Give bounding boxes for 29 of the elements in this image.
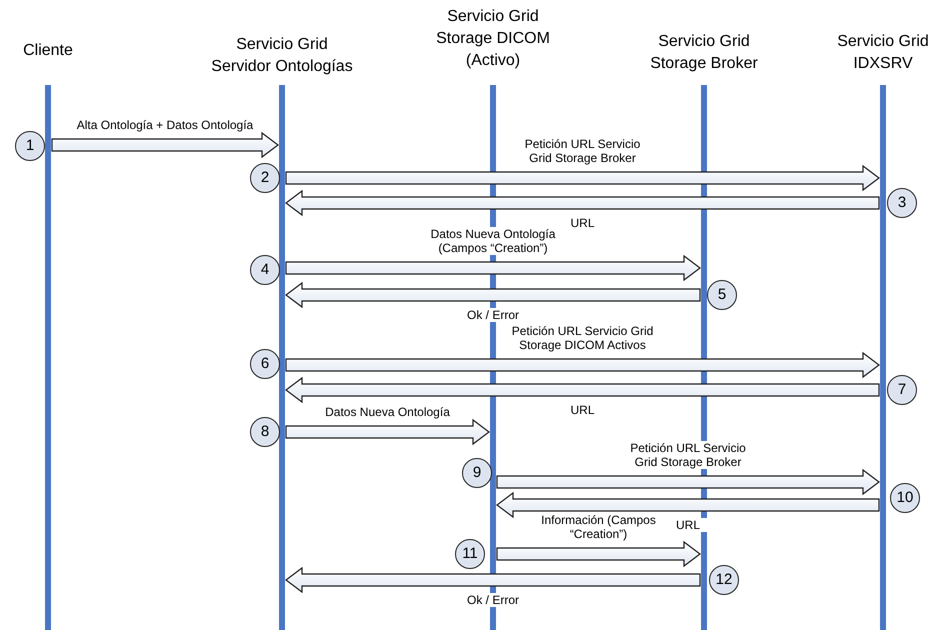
step-number: 12: [709, 565, 739, 595]
block-arrow: [285, 418, 490, 446]
participant-label: Cliente: [22, 41, 74, 61]
block-arrow: [496, 492, 880, 518]
participant-label: Servicio Grid IDXSRV: [836, 32, 930, 74]
step-number: 4: [250, 255, 280, 285]
block-arrow: [51, 132, 279, 158]
participant-label: Servicio Grid Storage Broker: [649, 32, 759, 74]
step-number: 7: [887, 375, 917, 405]
step-number: 2: [250, 163, 280, 193]
block-arrow: [285, 376, 880, 404]
block-arrow: [496, 468, 880, 496]
block-arrow: [285, 566, 701, 594]
step-number: 8: [250, 417, 280, 447]
block-arrow: [285, 352, 880, 378]
block-arrow: [285, 164, 880, 192]
block-arrow: [285, 254, 701, 282]
step-number: 3: [887, 188, 917, 218]
step-number: 11: [455, 539, 485, 569]
step-number: 9: [462, 458, 492, 488]
step-number: 6: [250, 349, 280, 379]
participant-label: Servicio Grid Servidor Ontologías: [210, 35, 354, 77]
step-number: 5: [707, 280, 737, 310]
step-number: 1: [15, 131, 45, 161]
block-arrow: [285, 190, 880, 216]
participant-label: Servicio Grid Storage DICOM (Activo): [435, 7, 551, 71]
block-arrow: [285, 282, 701, 308]
step-number: 10: [890, 483, 920, 513]
block-arrow: [496, 540, 701, 568]
